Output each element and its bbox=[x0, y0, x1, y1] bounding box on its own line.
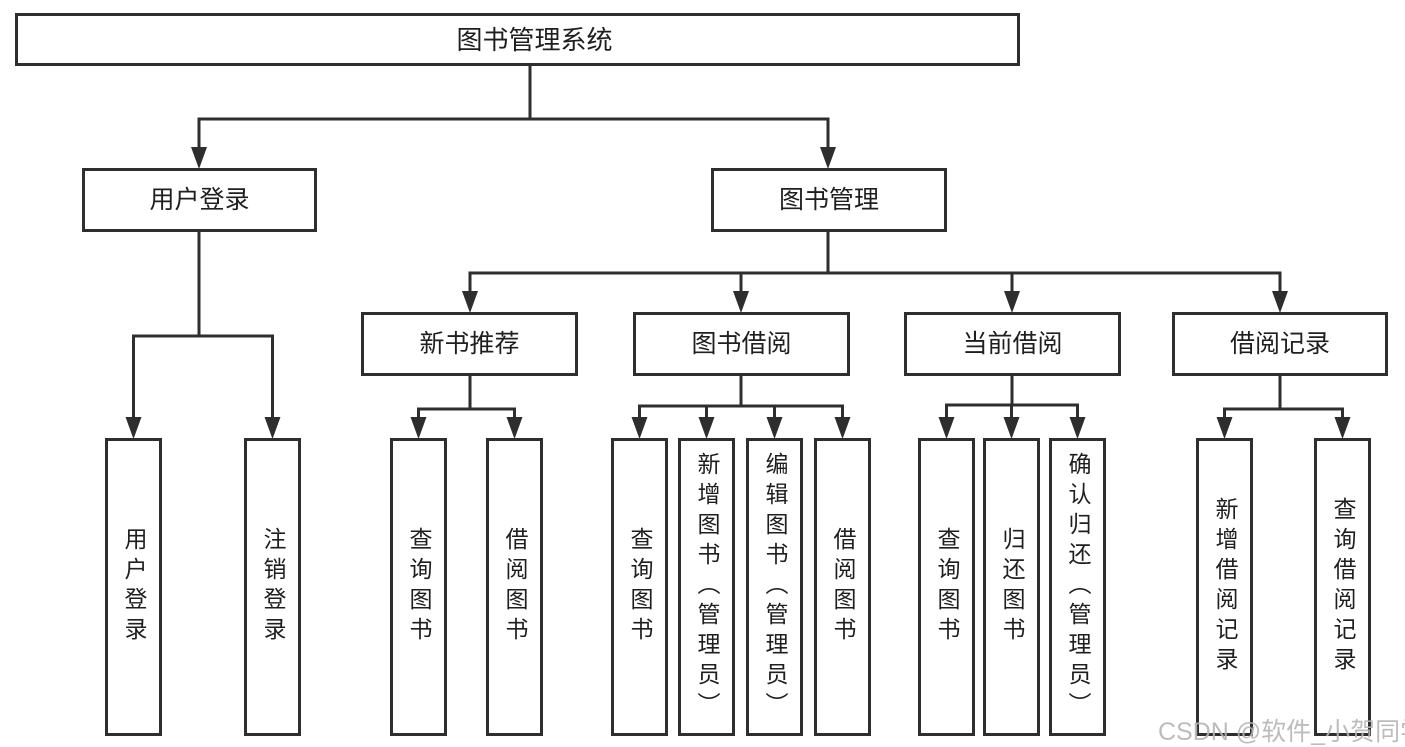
node-user-login: 用户登录 bbox=[82, 168, 317, 232]
node-root: 图书管理系统 bbox=[15, 13, 1020, 66]
leaf-query-borrow-record: 查询借阅记录 bbox=[1314, 438, 1371, 736]
leaf-user-login-label: 用户登录 bbox=[121, 527, 147, 647]
leaf-add-borrow-record-label: 新增借阅记录 bbox=[1212, 497, 1238, 677]
leaf-borrow-books-recommend-label: 借阅图书 bbox=[502, 527, 528, 647]
leaf-borrow-books-recommend: 借阅图书 bbox=[486, 438, 543, 736]
node-borrow-records: 借阅记录 bbox=[1172, 312, 1388, 376]
node-borrow-records-label: 借阅记录 bbox=[1229, 329, 1330, 358]
watermark-text: CSDN @软件_小贺同学 bbox=[1158, 718, 1405, 746]
node-new-book-recommend: 新书推荐 bbox=[361, 312, 578, 376]
node-book-management: 图书管理 bbox=[711, 168, 947, 232]
leaf-query-borrow-record-label: 查询借阅记录 bbox=[1330, 497, 1356, 677]
node-book-management-label: 图书管理 bbox=[778, 185, 879, 214]
leaf-borrow-books-borrow-label: 借阅图书 bbox=[830, 527, 856, 647]
leaf-add-borrow-record: 新增借阅记录 bbox=[1196, 438, 1253, 736]
leaf-logout-login-label: 注销登录 bbox=[260, 527, 286, 647]
node-current-borrow: 当前借阅 bbox=[904, 312, 1121, 376]
leaf-user-login: 用户登录 bbox=[105, 438, 162, 736]
leaf-query-books-borrow-label: 查询图书 bbox=[627, 527, 653, 647]
node-book-borrow-label: 图书借阅 bbox=[691, 329, 792, 358]
node-root-label: 图书管理系统 bbox=[456, 24, 613, 55]
leaf-borrow-books-borrow: 借阅图书 bbox=[814, 438, 871, 736]
leaf-confirm-return-admin: 确认归还（管理员） bbox=[1049, 438, 1106, 736]
node-book-borrow: 图书借阅 bbox=[633, 312, 850, 376]
node-new-book-recommend-label: 新书推荐 bbox=[419, 329, 520, 358]
node-current-borrow-label: 当前借阅 bbox=[962, 329, 1063, 358]
leaf-query-books-borrow: 查询图书 bbox=[611, 438, 668, 736]
leaf-edit-books-admin: 编辑图书（管理员） bbox=[746, 438, 803, 736]
leaf-return-books-label: 归还图书 bbox=[999, 527, 1025, 647]
leaf-confirm-return-admin-label: 确认归还（管理员） bbox=[1065, 452, 1091, 722]
leaf-add-books-admin: 新增图书（管理员） bbox=[678, 438, 735, 736]
leaf-edit-books-admin-label: 编辑图书（管理员） bbox=[762, 452, 788, 722]
leaf-return-books: 归还图书 bbox=[983, 438, 1040, 736]
leaf-query-books-recommend-label: 查询图书 bbox=[406, 527, 432, 647]
leaf-logout-login: 注销登录 bbox=[244, 438, 301, 736]
node-user-login-label: 用户登录 bbox=[149, 185, 250, 214]
leaf-add-books-admin-label: 新增图书（管理员） bbox=[694, 452, 720, 722]
leaf-query-books-recommend: 查询图书 bbox=[390, 438, 447, 736]
leaf-query-books-current-label: 查询图书 bbox=[934, 527, 960, 647]
leaf-query-books-current: 查询图书 bbox=[918, 438, 975, 736]
